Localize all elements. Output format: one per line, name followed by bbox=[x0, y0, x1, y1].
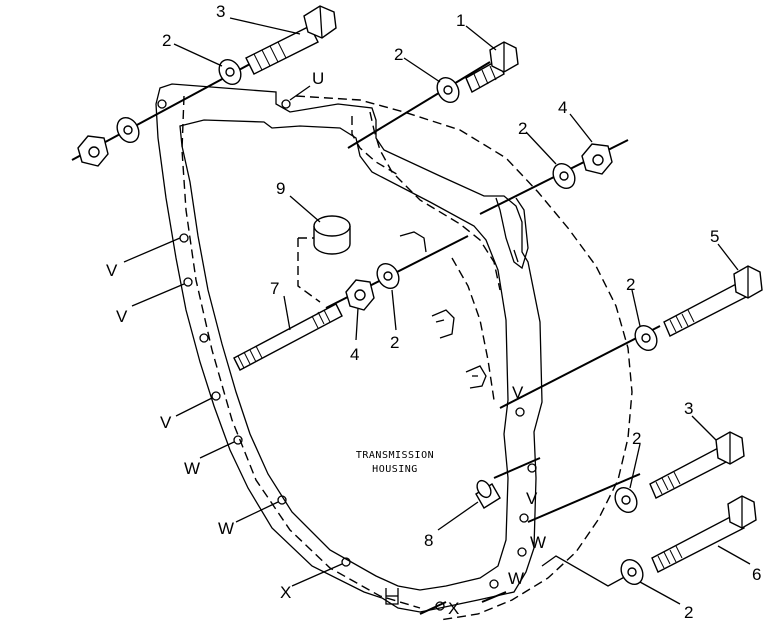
washer-hole-c bbox=[559, 171, 569, 181]
callout-2-bottom: 2 bbox=[684, 603, 693, 622]
hole-labels: U V V V W W X V V W W X bbox=[106, 69, 546, 618]
callout-2-mid-right: 2 bbox=[626, 275, 635, 294]
bolt-part-3-top bbox=[245, 5, 337, 75]
callout-6: 6 bbox=[752, 565, 761, 584]
housing-label-line2: HOUSING bbox=[372, 464, 418, 475]
nut-hole-a bbox=[592, 154, 604, 166]
callout-5: 5 bbox=[710, 227, 719, 246]
washer-hole-e bbox=[641, 333, 651, 343]
hole-label-v-2: V bbox=[116, 307, 128, 326]
bolt-part-1 bbox=[465, 41, 519, 93]
callout-1: 1 bbox=[456, 11, 465, 30]
callout-4-mid: 4 bbox=[350, 345, 359, 364]
gasket-outline bbox=[155, 83, 633, 621]
washer-hole-g bbox=[627, 567, 637, 577]
callout-2-top-right: 2 bbox=[394, 45, 403, 64]
bolt-part-6 bbox=[651, 495, 757, 573]
washer-hole-a bbox=[225, 67, 235, 77]
callout-8: 8 bbox=[424, 531, 433, 550]
hole-label-v-4: V bbox=[512, 383, 524, 402]
callout-7: 7 bbox=[270, 279, 279, 298]
hole-label-w-4: W bbox=[508, 569, 524, 588]
callout-2-mid: 2 bbox=[390, 333, 399, 352]
hole-label-u: U bbox=[312, 69, 324, 88]
hole-label-w-1: W bbox=[184, 459, 200, 478]
dowel-part-8 bbox=[475, 479, 501, 509]
callout-2-lower-right: 2 bbox=[632, 429, 641, 448]
nut-hole-b bbox=[354, 289, 366, 301]
hole-label-w-3: W bbox=[530, 533, 546, 552]
washer-hole-f bbox=[621, 495, 631, 505]
washer-hole-d bbox=[383, 271, 393, 281]
nut-left-hole bbox=[88, 146, 100, 158]
callout-3-lower: 3 bbox=[684, 399, 693, 418]
bolt-part-5 bbox=[663, 265, 763, 337]
callout-9: 9 bbox=[276, 179, 285, 198]
hole-label-v-5: V bbox=[526, 489, 538, 508]
part-callouts: 3 2 1 2 2 4 9 5 2 7 4 2 3 2 8 6 2 bbox=[162, 2, 761, 622]
bolt-part-3-lower bbox=[649, 431, 745, 499]
callout-3-top: 3 bbox=[216, 2, 225, 21]
callout-2-top-left: 2 bbox=[162, 31, 171, 50]
hole-label-x-1: X bbox=[280, 583, 291, 602]
callout-4-upper-right: 4 bbox=[558, 98, 567, 117]
hole-label-w-2: W bbox=[218, 519, 234, 538]
hole-label-v-3: V bbox=[160, 413, 172, 432]
hole-label-v-1: V bbox=[106, 261, 118, 280]
washer-hole-b bbox=[443, 85, 453, 95]
leader-lines bbox=[123, 17, 751, 605]
stud-part-7 bbox=[233, 303, 343, 371]
hole-label-x-2: X bbox=[448, 599, 459, 618]
plug-boss bbox=[297, 238, 321, 303]
washer-left-hole bbox=[123, 125, 133, 135]
callout-2-upper-right: 2 bbox=[518, 119, 527, 138]
plug-part-9 bbox=[313, 215, 351, 255]
assembly-axis-lines bbox=[71, 61, 661, 615]
housing-label-line1: TRANSMISSION bbox=[356, 450, 434, 461]
